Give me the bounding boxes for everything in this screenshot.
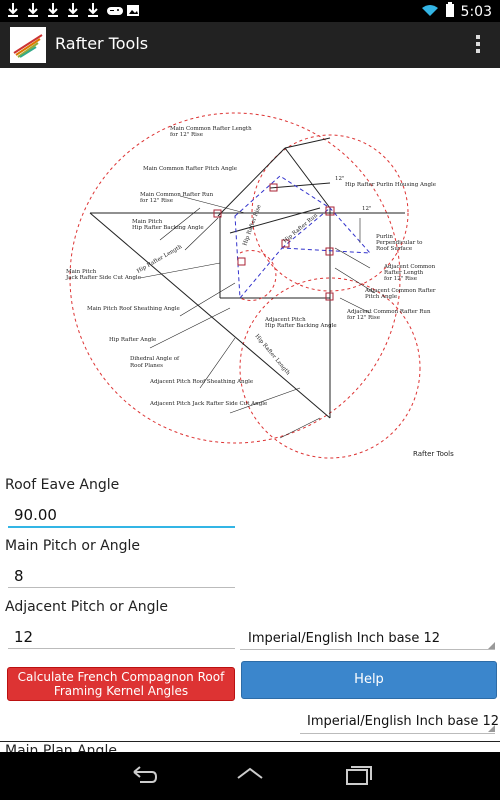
status-right: 5:03: [421, 2, 492, 22]
help-button[interactable]: Help: [241, 661, 497, 699]
diagram-label: Jack Rafter Side Cut Angle: [65, 275, 141, 281]
diagram-label: Rafter Length: [384, 270, 424, 276]
divider: [0, 741, 500, 742]
clock: 5:03: [460, 4, 492, 20]
action-bar: Rafter Tools: [0, 22, 500, 68]
diagram-label: Roof Surface: [376, 246, 412, 252]
unit-select-1[interactable]: Imperial/English Inch base 12: [248, 631, 440, 646]
adjacent-pitch-label: Adjacent Pitch or Angle: [5, 599, 168, 615]
spinner-arrow-icon: [488, 642, 495, 649]
diagram-label: Perpendicular to: [376, 240, 423, 246]
diagram-label: Main Common Rafter Run: [140, 192, 214, 198]
unit-select-2-underline: [300, 733, 495, 734]
main-pitch-underline: [8, 587, 235, 588]
overflow-menu-icon[interactable]: [476, 35, 482, 56]
diagram-label: Adjacent Pitch Jack Rafter Side Cut Angl…: [149, 401, 267, 407]
download-icon: [6, 2, 20, 18]
diagram-label: Hip Rafter Length: [136, 244, 184, 275]
diagram-label: Hip Rafter Angle: [109, 337, 156, 343]
unit-select-1-underline: [240, 649, 495, 650]
app-title: Rafter Tools: [55, 34, 149, 53]
status-bar: 5:03: [0, 0, 500, 22]
roof-eave-angle-label: Roof Eave Angle: [5, 477, 120, 493]
navigation-bar: [0, 752, 500, 800]
roof-eave-angle-underline: [8, 526, 235, 528]
battery-icon: [445, 2, 455, 22]
diagram-label: Hip Rafter Backing Angle: [132, 225, 204, 231]
diagram-label: Main Common Rafter Pitch Angle: [143, 166, 237, 172]
calculate-button[interactable]: Calculate French Compagnon Roof Framing …: [7, 667, 235, 701]
diagram-label: for 12" Rise: [170, 132, 203, 138]
diagram-label: 12": [335, 176, 345, 182]
diagram-label: Main Pitch: [132, 219, 163, 225]
wifi-icon: [421, 3, 439, 21]
adjacent-pitch-input[interactable]: 12: [14, 628, 34, 646]
diagram-label: for 12" Rise: [384, 276, 417, 282]
diagram-label: Dihedral Angle of: [130, 356, 180, 362]
diagram-label: Adjacent Pitch Roof Sheathing Angle: [149, 379, 253, 385]
diagram-label: Adjacent Common Rafter: [364, 288, 436, 294]
diagram-label: Adjacent Common: [383, 264, 436, 270]
photo-icon: [126, 2, 140, 18]
download-icon: [26, 2, 40, 18]
diagram-label: for 12" Rise: [140, 198, 173, 204]
unit-select-2[interactable]: Imperial/English Inch base 12: [307, 714, 499, 729]
diagram-label: Hip Rafter Length: [253, 333, 291, 376]
status-icons: [6, 2, 140, 18]
diagram-label: Adjacent Common Rafter Run: [346, 309, 431, 315]
roof-eave-angle-input[interactable]: 90.00: [14, 506, 57, 524]
download-icon: [46, 2, 60, 18]
diagram-label: for 12" Rise: [347, 315, 380, 321]
download-icon: [66, 2, 80, 18]
diagram-label: Main Pitch: [66, 269, 97, 275]
main-pitch-input[interactable]: 8: [14, 567, 24, 585]
diagram-label: 12": [362, 206, 372, 212]
download-icon: [86, 2, 100, 18]
app-logo-icon[interactable]: [10, 27, 46, 63]
diagram-drawing: Main Common Rafter Length for 12" Rise M…: [65, 112, 454, 459]
diagram-label: Pitch Angle: [365, 294, 397, 300]
recent-apps-icon[interactable]: [343, 764, 373, 788]
diagram-label: Hip Rafter Purlin Housing Angle: [345, 182, 436, 188]
diagram-label: Hip Rafter Backing Angle: [265, 323, 337, 329]
home-icon[interactable]: [235, 764, 265, 788]
diagram-label: Main Pitch Roof Sheathing Angle: [87, 306, 180, 312]
roof-diagram: Main Common Rafter Length for 12" Rise M…: [0, 68, 500, 468]
spinner-arrow-icon: [488, 725, 495, 732]
watermark: Rafter Tools: [413, 450, 454, 458]
diagram-label: Purlin: [376, 234, 393, 240]
diagram-label: Roof Planes: [130, 363, 163, 369]
main-pitch-label: Main Pitch or Angle: [5, 538, 141, 554]
diagram-label: Main Common Rafter Length: [170, 126, 252, 132]
gamepad-icon: [106, 2, 123, 18]
adjacent-pitch-underline: [8, 648, 235, 649]
diagram-label: Adjacent Pitch: [264, 317, 306, 323]
back-icon[interactable]: [130, 764, 160, 788]
